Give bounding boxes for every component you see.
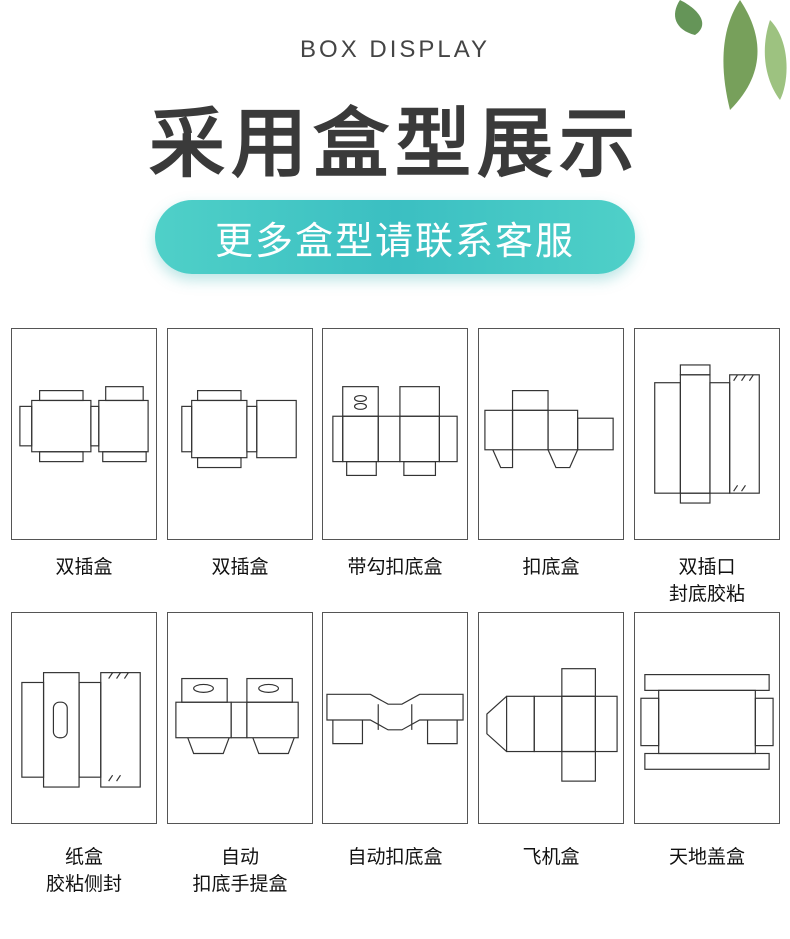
box-label: 飞机盒 — [522, 846, 580, 868]
box-label: 自动扣底手提盒 — [192, 846, 288, 895]
box-card[interactable] — [634, 328, 780, 540]
leaf-icon — [675, 0, 787, 110]
box-card[interactable] — [11, 612, 157, 824]
box-card[interactable] — [322, 612, 468, 824]
box-dieline-icon — [332, 386, 458, 477]
box-label: 双插盒 — [55, 556, 113, 578]
box-label: 自动扣底盒 — [347, 846, 443, 868]
contact-cta-button[interactable]: 更多盒型请联系客服 — [155, 200, 635, 274]
box-dieline-icon — [181, 390, 297, 469]
box-card[interactable] — [478, 328, 624, 540]
contact-cta-label: 更多盒型请联系客服 — [214, 218, 575, 263]
box-dieline-icon — [640, 674, 774, 770]
box-label: 双插盒 — [211, 556, 269, 578]
box-label: 带勾扣底盒 — [347, 556, 443, 578]
box-dieline-icon — [21, 672, 141, 788]
box-dieline-icon — [654, 364, 760, 504]
eyebrow-text: BOX DISPLAY — [300, 36, 490, 63]
box-label: 扣底盒 — [522, 556, 580, 578]
box-label: 天地盖盒 — [668, 846, 745, 868]
box-card[interactable] — [322, 328, 468, 540]
box-card[interactable] — [634, 612, 780, 824]
box-dieline-icon — [175, 677, 299, 755]
box-card[interactable] — [167, 612, 313, 824]
box-dieline-icon — [486, 668, 618, 782]
box-card[interactable] — [478, 612, 624, 824]
box-label: 纸盒胶粘侧封 — [45, 846, 122, 895]
box-card[interactable] — [11, 328, 157, 540]
box-dieline-icon — [326, 693, 464, 745]
box-dieline-icon — [19, 386, 149, 463]
box-label: 双插口封底胶粘 — [668, 556, 745, 605]
page-title: 采用盒型展示 — [149, 99, 641, 188]
box-dieline-icon — [484, 390, 614, 469]
box-card[interactable] — [167, 328, 313, 540]
